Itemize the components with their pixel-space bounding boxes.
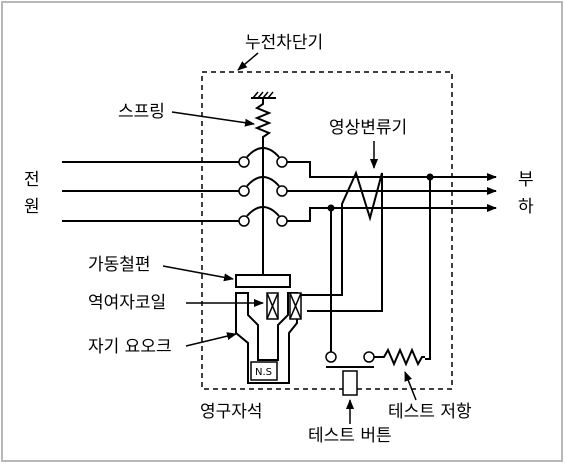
test-button[interactable] (342, 370, 358, 396)
source-label-2: 원 (24, 197, 40, 217)
excitation-coil (266, 292, 302, 320)
movable-iron-plate (235, 274, 291, 288)
output-line-1 (287, 161, 497, 181)
magnetic-yoke-label: 자기 요오크 (88, 337, 172, 357)
magnetic-yoke (235, 292, 298, 384)
movable-iron-leader (162, 265, 234, 282)
test-contact-left (325, 351, 337, 363)
test-return-line (425, 177, 431, 360)
magnetic-yoke-leader (185, 332, 237, 347)
breaker-enclosure (201, 71, 453, 390)
load-label-2: 하 (518, 197, 534, 217)
junction-dot-2 (327, 204, 335, 212)
spring (254, 98, 272, 142)
ground-symbol (251, 91, 276, 99)
test-contact-right (363, 351, 375, 363)
test-resistor-leader (404, 371, 417, 401)
movable-iron-label: 가동철편 (88, 255, 151, 275)
load-label-1: 부 (518, 170, 534, 190)
zct-secondary-lead (301, 238, 343, 296)
breaker-leader (237, 52, 259, 71)
magnet-poles-label: N.S (255, 367, 272, 378)
excitation-coil-label: 역여자코일 (88, 293, 166, 313)
output-line-3 (287, 204, 497, 222)
test-resistor (374, 347, 425, 367)
permanent-magnet (250, 361, 278, 381)
permanent-magnet-label: 영구자석 (200, 402, 263, 422)
zct-core (307, 170, 383, 312)
test-resistor-label: 테스트 저항 (388, 402, 472, 422)
junction-dot-1 (426, 173, 434, 181)
breaker-label: 누전차단기 (245, 33, 323, 53)
source-label-1: 전 (24, 170, 40, 190)
test-button-label: 테스트 버튼 (308, 426, 392, 446)
zct-label: 영상변류기 (329, 118, 407, 138)
spring-label: 스프링 (118, 102, 165, 122)
spring-leader (171, 111, 255, 127)
